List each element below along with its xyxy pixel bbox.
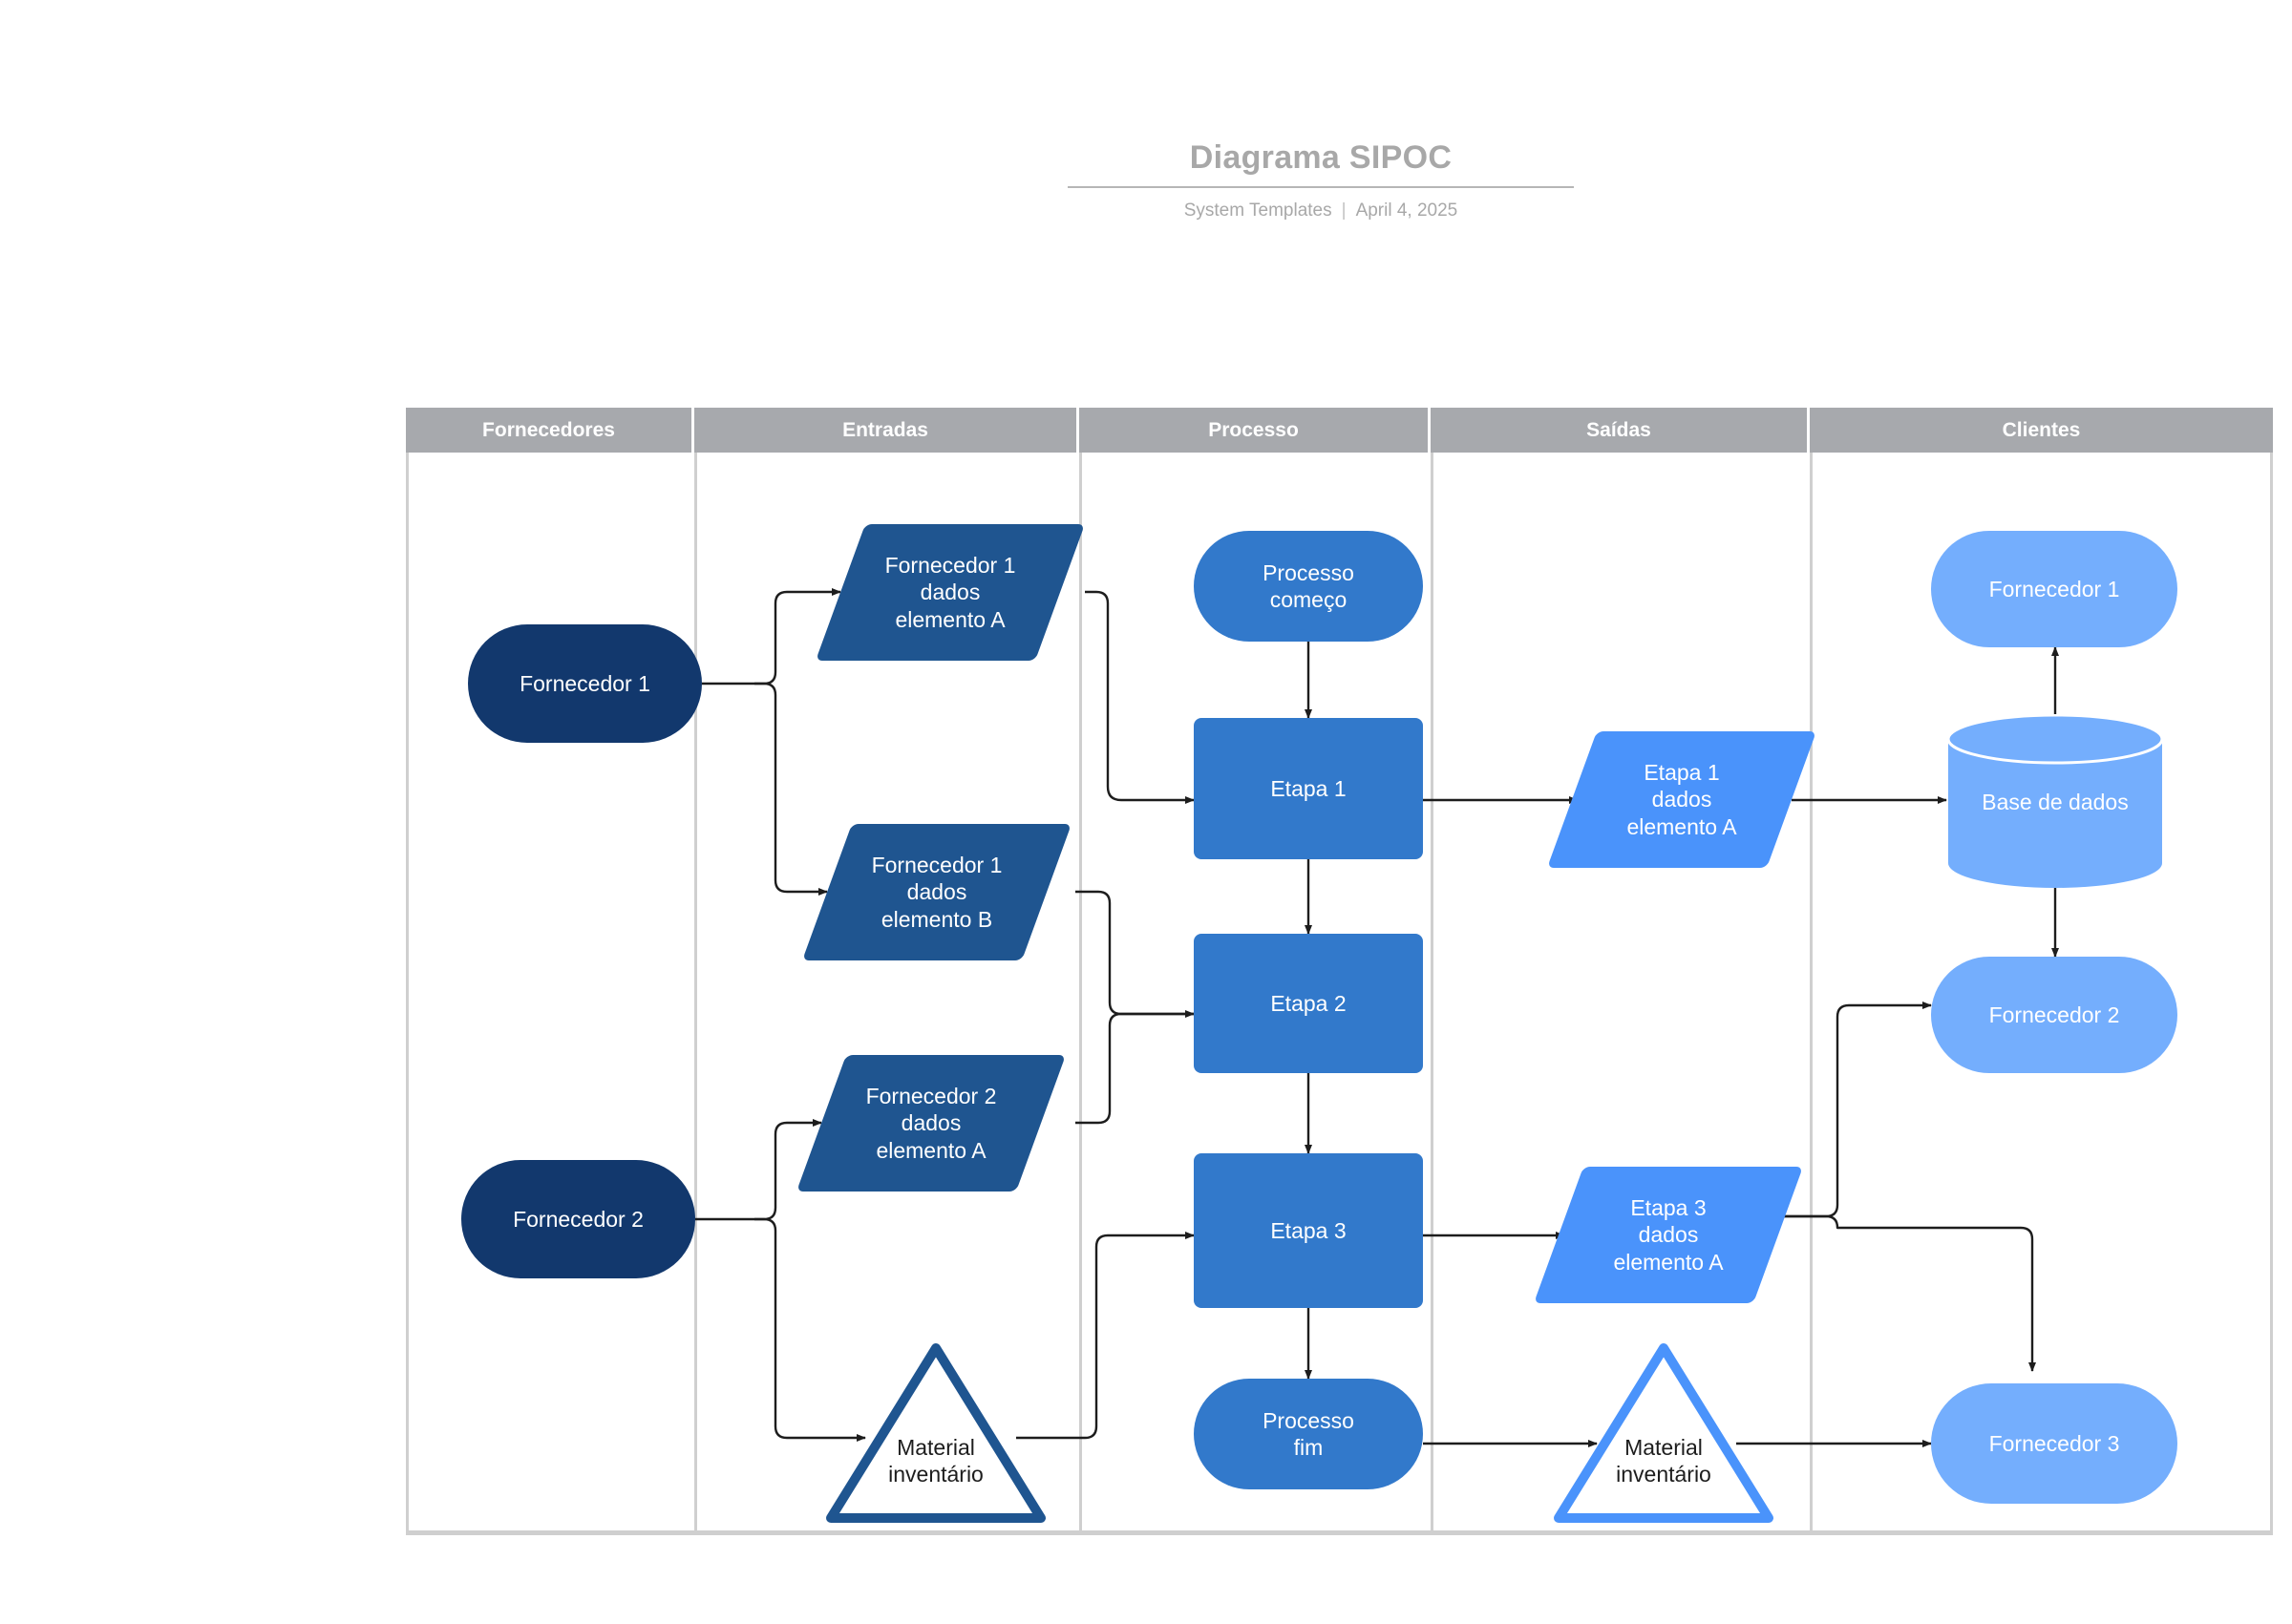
document-subtitle: System Templates | April 4, 2025 xyxy=(1068,200,1574,222)
node-cliente-fornecedor-1-label: Fornecedor 1 xyxy=(1988,576,2120,601)
node-cliente-fornecedor-3-label: Fornecedor 3 xyxy=(1988,1430,2120,1456)
column-divider-1 xyxy=(694,453,697,1535)
node-input-fornecedor1-dados-b-label: Fornecedor 1 dados elemento B xyxy=(871,853,1003,932)
subtitle-divider: | xyxy=(1341,200,1347,221)
subtitle-source: System Templates xyxy=(1183,200,1332,221)
node-input-fornecedor1-dados-b[interactable]: Fornecedor 1 dados elemento B xyxy=(801,824,1072,960)
node-output-material-inventario[interactable]: Material inventário xyxy=(1549,1337,1778,1528)
triangle-icon xyxy=(826,1343,1046,1523)
triangle-icon xyxy=(1554,1343,1773,1523)
subtitle-date: April 4, 2025 xyxy=(1355,200,1458,221)
node-etapa-3[interactable]: Etapa 3 xyxy=(1194,1153,1423,1308)
column-header-clientes: Clientes xyxy=(1810,408,2273,453)
node-cliente-fornecedor-1[interactable]: Fornecedor 1 xyxy=(1931,531,2177,647)
node-output-etapa1-dados-a[interactable]: Etapa 1 dados elemento A xyxy=(1546,731,1817,868)
node-cliente-fornecedor-2[interactable]: Fornecedor 2 xyxy=(1931,957,2177,1073)
node-processo-fim[interactable]: Processo fim xyxy=(1194,1379,1423,1489)
column-header-processo: Processo xyxy=(1079,408,1431,453)
node-etapa-3-label: Etapa 3 xyxy=(1270,1217,1347,1243)
node-input-fornecedor2-dados-a-label: Fornecedor 2 dados elemento A xyxy=(865,1084,997,1163)
page-title: Diagrama SIPOC xyxy=(1189,139,1453,176)
node-input-fornecedor1-dados-a-label: Fornecedor 1 dados elemento A xyxy=(884,553,1016,632)
node-processo-fim-label: Processo fim xyxy=(1263,1407,1354,1460)
node-input-fornecedor2-dados-a[interactable]: Fornecedor 2 dados elemento A xyxy=(796,1055,1067,1192)
document-title-block: Diagrama SIPOC System Templates | April 4,… xyxy=(1068,138,1574,222)
node-fornecedor-1-label: Fornecedor 1 xyxy=(520,670,650,696)
column-divider-3 xyxy=(1431,453,1433,1535)
column-header-entradas: Entradas xyxy=(694,408,1079,453)
node-input-material-inventario-label: Material inventário xyxy=(888,1435,984,1487)
node-etapa-2[interactable]: Etapa 2 xyxy=(1194,934,1423,1073)
sipoc-header-row: Fornecedores Entradas Processo Saídas Cl… xyxy=(406,408,2273,453)
node-etapa-2-label: Etapa 2 xyxy=(1270,990,1347,1016)
column-header-saidas: Saídas xyxy=(1431,408,1810,453)
column-divider-4 xyxy=(1810,453,1813,1535)
column-header-fornecedores: Fornecedores xyxy=(406,408,694,453)
node-input-material-inventario[interactable]: Material inventário xyxy=(821,1337,1050,1528)
node-etapa-1[interactable]: Etapa 1 xyxy=(1194,718,1423,859)
node-processo-comeco[interactable]: Processo começo xyxy=(1194,531,1423,642)
node-etapa-1-label: Etapa 1 xyxy=(1270,775,1347,801)
node-cliente-base-de-dados[interactable]: Base de dados xyxy=(1946,714,2164,888)
node-cliente-fornecedor-3[interactable]: Fornecedor 3 xyxy=(1931,1383,2177,1504)
node-input-fornecedor1-dados-a[interactable]: Fornecedor 1 dados elemento A xyxy=(815,524,1086,661)
node-cliente-fornecedor-2-label: Fornecedor 2 xyxy=(1988,1002,2120,1027)
node-output-etapa1-dados-a-label: Etapa 1 dados elemento A xyxy=(1626,760,1737,839)
node-processo-comeco-label: Processo começo xyxy=(1263,559,1354,612)
node-output-etapa3-dados-a-label: Etapa 3 dados elemento A xyxy=(1613,1195,1724,1275)
node-output-etapa3-dados-a[interactable]: Etapa 3 dados elemento A xyxy=(1533,1167,1804,1303)
database-cylinder-icon xyxy=(1946,714,2164,888)
column-divider-2 xyxy=(1079,453,1082,1535)
node-cliente-base-de-dados-label: Base de dados xyxy=(1982,790,2129,814)
node-output-material-inventario-label: Material inventário xyxy=(1616,1435,1711,1487)
title-divider-rule xyxy=(1068,186,1574,188)
node-fornecedor-2[interactable]: Fornecedor 2 xyxy=(461,1160,695,1278)
node-fornecedor-2-label: Fornecedor 2 xyxy=(513,1206,644,1232)
node-fornecedor-1[interactable]: Fornecedor 1 xyxy=(468,624,702,743)
